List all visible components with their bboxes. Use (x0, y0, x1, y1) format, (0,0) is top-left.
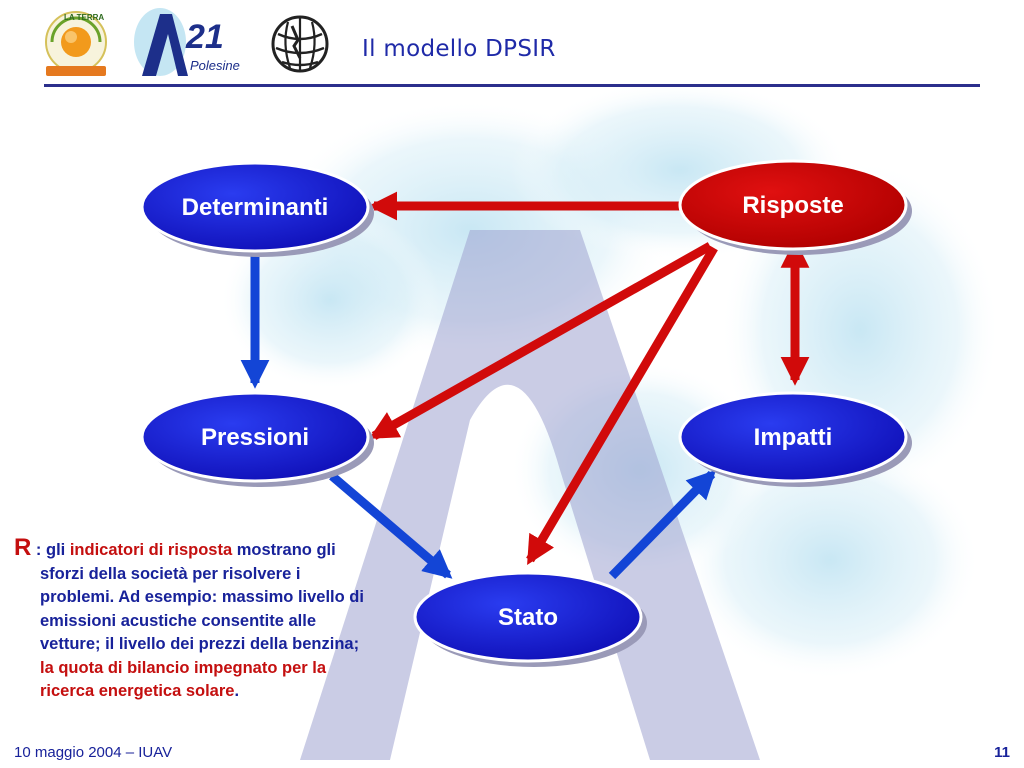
arrow-risposte-to-pressioni (368, 242, 713, 440)
a21-polesine-logo: 21 Polesine (134, 8, 240, 76)
title-divider (44, 84, 980, 87)
la-terra-logo-text: LA TERRA (64, 13, 104, 22)
footer-date: 10 maggio 2004 – IUAV (14, 744, 173, 761)
note-text-highlight-2: la quota di bilancio impegnato per la ri… (40, 658, 327, 701)
note-text-1: : gli (31, 541, 70, 559)
a21-logo-number: 21 (185, 18, 224, 56)
note-text-2: mostrano gli sforzi della società per ri… (40, 541, 364, 653)
node-determinanti-label: Determinanti (182, 194, 329, 221)
note-paragraph: R : gli indicatori di risposta mostrano … (14, 536, 376, 704)
node-risposte: Risposte (678, 159, 912, 255)
arrow-pressioni-to-stato (329, 472, 453, 579)
note-lead-letter: R (14, 534, 32, 561)
node-pressioni: Pressioni (140, 391, 374, 487)
node-stato-label: Stato (498, 604, 558, 631)
note-text-end: . (234, 682, 240, 700)
page-number: 11 (994, 744, 1010, 761)
page-title: Il modello DPSIR (362, 36, 556, 62)
node-impatti-label: Impatti (754, 424, 833, 451)
risposte-note: R : gli indicatori di risposta mostrano … (14, 536, 376, 704)
arrow-risposte-to-stato (526, 245, 718, 565)
node-determinanti: Determinanti (140, 161, 374, 257)
node-pressioni-label: Pressioni (201, 424, 309, 451)
node-impatti: Impatti (678, 391, 912, 487)
a21-logo-subtitle: Polesine (190, 58, 240, 73)
node-risposte-label: Risposte (742, 192, 843, 219)
la-terra-logo: LA TERRA (45, 11, 107, 76)
node-stato: Stato (413, 571, 647, 667)
arrow-stato-to-impatti (608, 469, 717, 580)
note-text-highlight-1: indicatori di risposta (69, 541, 233, 559)
globe-logo (271, 15, 329, 73)
